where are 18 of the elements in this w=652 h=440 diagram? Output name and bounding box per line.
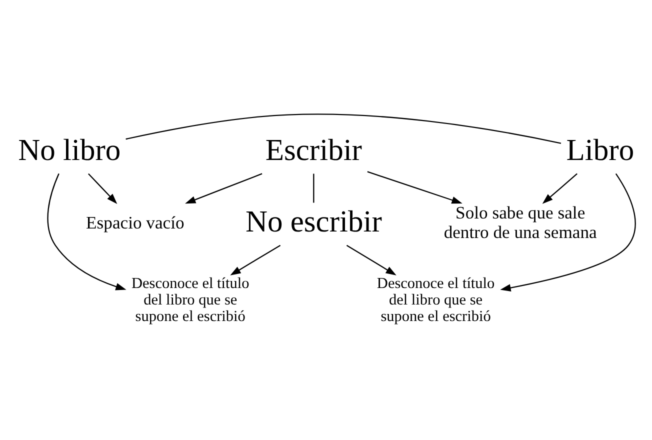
node-text: Libro bbox=[566, 132, 634, 167]
arrow bbox=[500, 173, 636, 292]
arrow bbox=[367, 171, 462, 204]
arrow bbox=[542, 173, 578, 204]
arrow bbox=[346, 244, 396, 276]
arrow bbox=[47, 173, 126, 290]
node-text: Escribir bbox=[265, 132, 362, 167]
node-text: Espacio vacío bbox=[86, 212, 184, 232]
node-text: Solo sabe que sale dentro de una semana bbox=[444, 202, 597, 242]
arrow bbox=[185, 173, 262, 204]
connector bbox=[126, 114, 562, 144]
arrow bbox=[88, 173, 118, 204]
node-text: Desconoce el título del libro que se supone el escribió bbox=[376, 275, 495, 325]
connector bbox=[313, 174, 314, 203]
arrow bbox=[230, 244, 281, 276]
node-text: No libro bbox=[18, 132, 121, 167]
node-text: No escribir bbox=[245, 204, 382, 239]
node-text: Desconoce el título del libro que se supone el escribió bbox=[132, 275, 250, 325]
